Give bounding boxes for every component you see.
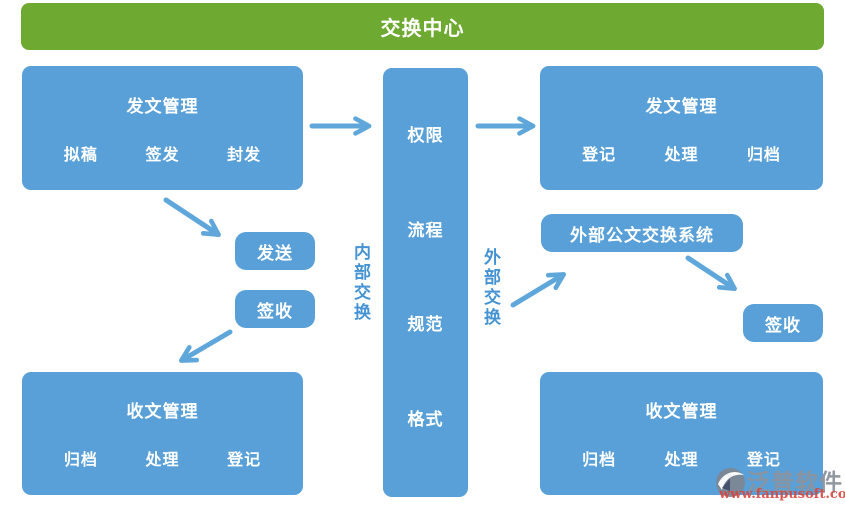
outgoing-left-title: 发文管理 xyxy=(126,96,199,117)
arrow-system-to-sign-icon xyxy=(685,255,737,292)
rule-standard: 规范 xyxy=(407,315,444,336)
incoming-right-item-archive: 归档 xyxy=(582,450,617,469)
outgoing-right-title: 发文管理 xyxy=(645,96,718,117)
outgoing-management-left-box: 发文管理 拟稿 签发 封发 xyxy=(22,66,303,190)
incoming-right-item-process: 处理 xyxy=(664,450,699,469)
outgoing-right-items: 登记 处理 归档 xyxy=(540,141,823,165)
incoming-left-item-archive: 归档 xyxy=(63,450,98,469)
outgoing-left-item-seal: 封发 xyxy=(227,144,262,164)
sign-receive-left-label: 签收 xyxy=(257,301,293,322)
outgoing-left-item-draft: 拟稿 xyxy=(63,144,98,164)
outgoing-left-items: 拟稿 签发 封发 xyxy=(22,141,303,165)
exchange-center-banner: 交换中心 xyxy=(21,3,824,50)
sign-receive-right-box: 签收 xyxy=(743,304,823,342)
external-document-exchange-system-box: 外部公文交换系统 xyxy=(541,214,743,252)
exchange-center-title: 交换中心 xyxy=(380,16,465,40)
incoming-left-items: 归档 处理 登记 xyxy=(22,446,303,470)
outgoing-right-item-register: 登记 xyxy=(582,144,617,164)
incoming-left-title: 收文管理 xyxy=(126,402,199,422)
incoming-management-right-box: 收文管理 归档 处理 登记 xyxy=(540,372,823,495)
external-exchange-label: 外部交换 xyxy=(480,248,500,328)
arrow-sign-to-incoming-icon xyxy=(178,329,233,363)
exchange-rules-column: 权限 流程 规范 格式 xyxy=(383,68,468,497)
outgoing-right-item-process: 处理 xyxy=(664,144,699,164)
sign-receive-right-label: 签收 xyxy=(765,315,801,336)
arrow-external-to-system-icon xyxy=(510,272,567,308)
rule-format: 格式 xyxy=(407,410,444,431)
arrow-outgoing-to-send-icon xyxy=(163,197,221,238)
send-box: 发送 xyxy=(235,232,315,270)
internal-exchange-label: 内部交换 xyxy=(350,243,370,323)
external-system-label: 外部公文交换系统 xyxy=(570,225,714,246)
outgoing-management-right-box: 发文管理 登记 处理 归档 xyxy=(540,66,823,190)
outgoing-right-item-archive: 归档 xyxy=(746,144,781,164)
send-label: 发送 xyxy=(257,243,293,264)
rule-permission: 权限 xyxy=(407,125,444,146)
incoming-right-item-register: 登记 xyxy=(746,450,781,469)
incoming-left-item-process: 处理 xyxy=(145,450,180,469)
outgoing-left-item-issue: 签发 xyxy=(145,144,180,164)
incoming-right-title: 收文管理 xyxy=(645,402,718,422)
sign-receive-left-box: 签收 xyxy=(235,290,315,328)
incoming-management-left-box: 收文管理 归档 处理 登记 xyxy=(22,372,303,495)
incoming-left-item-register: 登记 xyxy=(227,450,262,469)
rule-process: 流程 xyxy=(407,220,444,241)
incoming-right-items: 归档 处理 登记 xyxy=(540,446,823,470)
